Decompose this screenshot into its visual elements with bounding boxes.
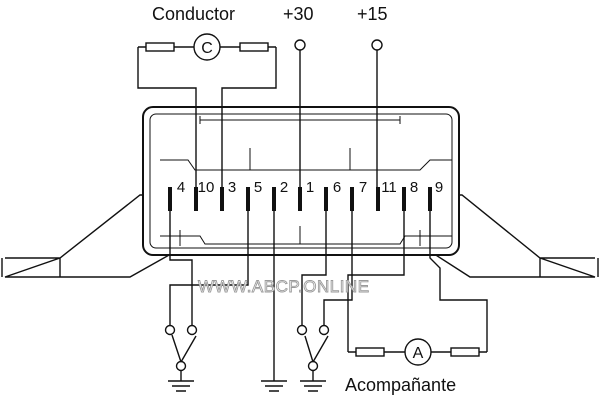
connector-inner-shell	[149, 113, 453, 249]
motor-circle-icon	[404, 338, 432, 366]
lower-key-tabs	[179, 226, 421, 246]
supply-circuits	[294, 39, 383, 187]
terminal-circle-icon	[294, 39, 306, 51]
switch-icon	[304, 335, 329, 363]
pin-blade-4	[168, 187, 172, 211]
pin2-ground	[261, 211, 287, 392]
driver-motor-symbol: C	[201, 40, 213, 57]
pin-blade-3	[220, 187, 224, 211]
passenger-motor-brush-left	[355, 347, 385, 357]
terminal-circle-icon	[371, 39, 383, 51]
pin-label-11: 11	[381, 179, 397, 196]
watermark: WWW.ABCP.ONLINE	[198, 277, 370, 296]
wire-pin8	[347, 211, 405, 352]
driver-motor-brush-left	[145, 42, 175, 52]
pin-label-5: 5	[254, 179, 262, 196]
passenger-motor-symbol: A	[413, 345, 424, 362]
pin-blade-10	[194, 187, 198, 211]
pin-blade-5	[246, 187, 250, 211]
wire-pin6	[301, 211, 327, 325]
passenger-switch-circuit	[296, 211, 353, 392]
pin-blades	[168, 187, 432, 211]
pin-label-6: 6	[333, 179, 341, 196]
key-tabs	[249, 148, 351, 170]
wire-pin5	[169, 211, 249, 325]
driver-switch-circuit	[164, 211, 249, 392]
plus15-label: +15	[357, 4, 388, 24]
passenger-motor-brush-right	[450, 347, 480, 357]
wire-driver-left	[137, 47, 197, 187]
ground-icon	[168, 380, 194, 392]
pin-blade-7	[350, 187, 354, 211]
driver-motor-brush-right	[239, 42, 269, 52]
pin-blade-1	[298, 187, 302, 211]
pin-blade-6	[324, 187, 328, 211]
lower-key-ridge	[160, 235, 452, 245]
driver-motor-circuit: C	[137, 33, 277, 187]
pin-label-4: 4	[177, 179, 185, 196]
pin-blade-11	[376, 187, 380, 211]
wire-driver-right	[221, 47, 277, 187]
pin-blade-9	[428, 187, 432, 211]
passenger-motor-circuit: A	[347, 211, 488, 366]
conductor-label: Conductor	[152, 4, 235, 24]
wire-pin4	[169, 211, 193, 325]
ground-icon	[261, 380, 287, 392]
wire-pin7	[323, 211, 353, 325]
pin-label-1: 1	[306, 179, 314, 196]
pin-label-8: 8	[410, 179, 418, 196]
pin-blade-8	[402, 187, 406, 211]
pin-label-9: 9	[435, 179, 443, 196]
motor-circle-icon	[193, 33, 221, 61]
pin-label-7: 7	[359, 179, 367, 196]
ground-icon	[300, 380, 326, 392]
acompanante-label: Acompañante	[345, 375, 456, 395]
switch-icon	[171, 334, 197, 363]
pin-label-3: 3	[228, 179, 236, 196]
pin-label-10: 10	[198, 179, 215, 196]
upper-key-ridge	[160, 159, 452, 171]
wire-pin9	[429, 211, 488, 352]
pin-blade-2	[272, 187, 276, 211]
pin-label-2: 2	[280, 179, 288, 196]
plus30-label: +30	[283, 4, 314, 24]
